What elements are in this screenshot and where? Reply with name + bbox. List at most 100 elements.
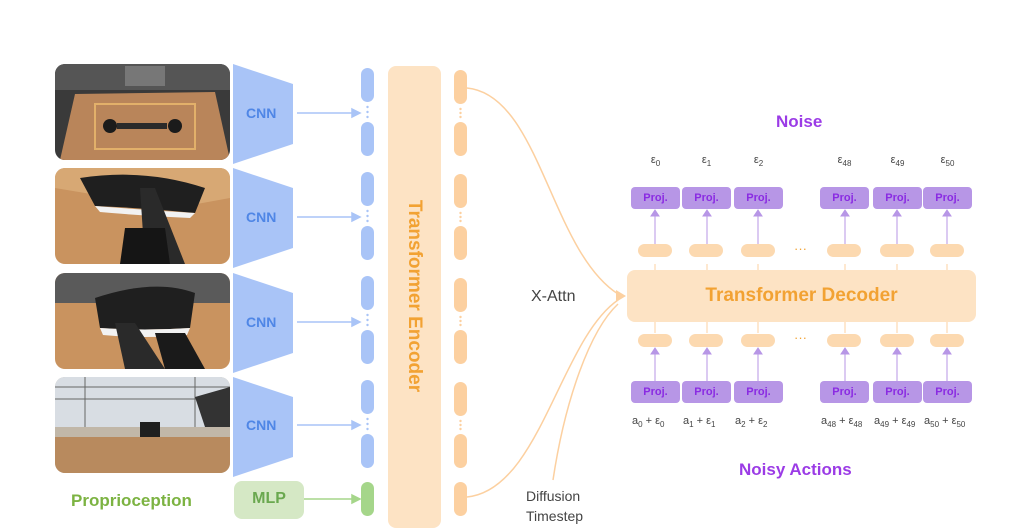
decoder-input-token bbox=[880, 334, 914, 347]
camera-image-wrist-left bbox=[55, 168, 230, 264]
output-projection: Proj. bbox=[820, 187, 869, 209]
cnn-block-1 bbox=[233, 64, 293, 164]
cnn-label: CNN bbox=[246, 314, 277, 330]
plus-sign: + bbox=[745, 415, 759, 427]
transformer-decoder-title: Transformer Decoder bbox=[705, 285, 898, 306]
decoder-input-token bbox=[930, 334, 964, 347]
image-token bbox=[361, 172, 374, 206]
noise-subscript: 1 bbox=[711, 420, 716, 430]
decoder-output-token bbox=[880, 244, 914, 257]
epsilon-symbol: ε bbox=[650, 154, 656, 166]
image-token bbox=[361, 68, 374, 102]
mlp-label: MLP bbox=[252, 490, 286, 507]
xattn-label: X-Attn bbox=[531, 288, 576, 305]
output-projection: Proj. bbox=[631, 187, 680, 209]
proprio-token bbox=[361, 482, 374, 516]
image-token bbox=[361, 276, 374, 310]
noise-subscript: 50 bbox=[945, 159, 955, 169]
decoder-input-token bbox=[689, 334, 723, 347]
noisy-action-label: a49 + ε49 bbox=[874, 415, 915, 429]
cnn-label: CNN bbox=[246, 209, 277, 225]
decoder-output-token bbox=[689, 244, 723, 257]
noisy-action-label: a0 + ε0 bbox=[632, 415, 664, 429]
epsilon-symbol: ε bbox=[890, 154, 896, 166]
image-token bbox=[361, 330, 374, 364]
noise-subscript: 0 bbox=[655, 159, 661, 169]
noisy-actions-title: Noisy Actions bbox=[739, 460, 852, 479]
output-projection: Proj. bbox=[923, 187, 972, 209]
noise-subscript: 48 bbox=[842, 159, 852, 169]
timestep-curve bbox=[552, 303, 619, 481]
noise-label: ε49 bbox=[873, 154, 922, 168]
noise-subscript: 49 bbox=[906, 420, 916, 430]
noise-label: ε0 bbox=[631, 154, 680, 168]
noise-subscript: 1 bbox=[706, 159, 712, 169]
ellipsis-bottom: ··· bbox=[794, 330, 807, 345]
noisy-action-label: a2 + ε2 bbox=[735, 415, 767, 429]
noise-label: ε1 bbox=[682, 154, 731, 168]
noise-subscript: 2 bbox=[758, 159, 764, 169]
output-projection: Proj. bbox=[734, 187, 783, 209]
transformer-decoder-block bbox=[627, 270, 976, 322]
cnn-label: CNN bbox=[246, 105, 277, 121]
epsilon-symbol: ε bbox=[655, 415, 661, 427]
camera-image-wrist-right bbox=[55, 273, 230, 369]
cnn-block-3 bbox=[233, 273, 293, 373]
action-symbol: a bbox=[874, 415, 881, 427]
decoder-input-token bbox=[827, 334, 861, 347]
input-projection: Proj. bbox=[820, 381, 869, 403]
diffusion-timestep-label-line1: Diffusion bbox=[526, 488, 581, 504]
noise-subscript: 48 bbox=[853, 420, 863, 430]
image-token bbox=[361, 226, 374, 260]
input-projection: Proj. bbox=[631, 381, 680, 403]
plus-sign: + bbox=[642, 415, 656, 427]
action-subscript: 1 bbox=[689, 420, 694, 430]
noisy-action-label: a50 + ε50 bbox=[924, 415, 965, 429]
xattn-curve-top bbox=[466, 87, 619, 295]
action-symbol: a bbox=[735, 415, 742, 427]
plus-sign: + bbox=[836, 415, 849, 427]
noise-subscript: 0 bbox=[660, 420, 665, 430]
output-projection: Proj. bbox=[682, 187, 731, 209]
decoder-output-token bbox=[638, 244, 672, 257]
epsilon-symbol: ε bbox=[706, 415, 712, 427]
decoder-input-token bbox=[741, 334, 775, 347]
mlp-block bbox=[234, 481, 304, 519]
action-subscript: 49 bbox=[880, 420, 890, 430]
ellipsis-top: ··· bbox=[794, 241, 807, 256]
action-symbol: a bbox=[683, 415, 690, 427]
input-projection: Proj. bbox=[682, 381, 731, 403]
decoder-output-token bbox=[827, 244, 861, 257]
input-projection: Proj. bbox=[873, 381, 922, 403]
input-projection: Proj. bbox=[923, 381, 972, 403]
action-subscript: 0 bbox=[638, 420, 643, 430]
epsilon-symbol: ε bbox=[940, 154, 946, 166]
action-subscript: 48 bbox=[827, 420, 837, 430]
cnn-block-2 bbox=[233, 168, 293, 268]
image-token bbox=[361, 122, 374, 156]
noise-label: ε2 bbox=[734, 154, 783, 168]
plus-sign: + bbox=[889, 415, 902, 427]
diffusion-timestep-label-line2: Timestep bbox=[526, 508, 584, 524]
action-symbol: a bbox=[632, 415, 639, 427]
noise-subscript: 50 bbox=[956, 420, 966, 430]
cnn-block-4 bbox=[233, 377, 293, 477]
noisy-action-label: a1 + ε1 bbox=[683, 415, 715, 429]
epsilon-symbol: ε bbox=[837, 154, 843, 166]
epsilon-symbol: ε bbox=[753, 154, 759, 166]
plus-sign: + bbox=[693, 415, 707, 427]
decoder-output-token bbox=[741, 244, 775, 257]
noise-label: ε48 bbox=[820, 154, 869, 168]
cnn-label: CNN bbox=[246, 417, 277, 433]
noisy-action-label: a48 + ε48 bbox=[821, 415, 862, 429]
action-symbol: a bbox=[924, 415, 931, 427]
decoder-output-token bbox=[930, 244, 964, 257]
noise-subscript: 49 bbox=[895, 159, 905, 169]
epsilon-symbol: ε bbox=[901, 415, 907, 427]
arrow-head bbox=[351, 107, 362, 119]
epsilon-symbol: ε bbox=[848, 415, 854, 427]
epsilon-symbol: ε bbox=[701, 154, 707, 166]
camera-image-overhead bbox=[55, 64, 230, 160]
